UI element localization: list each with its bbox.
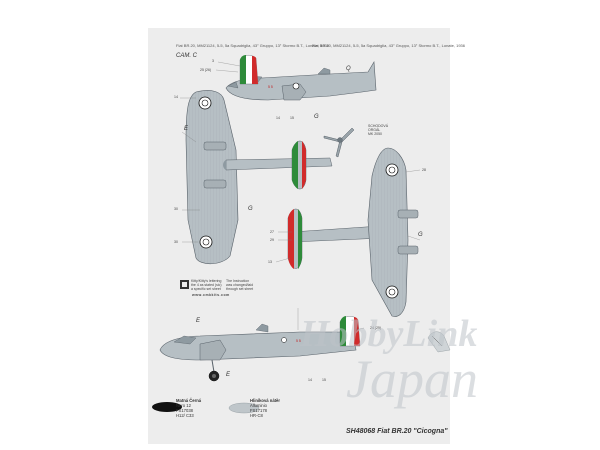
legend-item-aluminium: Hliníková nátěr Alluminio FS17178 HR-C8 <box>250 398 281 418</box>
marking-letter: G <box>418 232 423 238</box>
callout-number: 14 <box>174 95 178 99</box>
fuselage-code-bottom: 5 5 <box>296 339 301 343</box>
callout-number: 27 <box>270 230 274 234</box>
fuselage-code-top: 5 5 <box>268 85 273 89</box>
legend-item-black: Matná Černá Nero 12 FS17038 H12/ C33 <box>176 398 202 418</box>
camo-label: CAM. C <box>176 53 197 59</box>
legend-swatch-black <box>152 402 182 412</box>
instructions-text-left: Kitty/Kitty's lettering the 4 as stated … <box>191 279 222 292</box>
marking-letter: G <box>314 114 319 120</box>
kit-title: SH48068 Fiat BR.20 "Cicogna" <box>346 428 448 435</box>
callout-number: 28 <box>422 168 426 172</box>
callout-number: 29 <box>270 238 274 242</box>
callout-number: 30 <box>174 207 178 211</box>
caption-right: Fiat BR.20, MM21124, 5-5, 5a Squadriglia… <box>312 43 465 48</box>
legend-swatch-aluminium <box>228 402 260 414</box>
callout-number: 13 <box>268 260 272 264</box>
marking-letter: E <box>196 318 201 324</box>
marking-letter: Q <box>346 66 351 72</box>
bird-logo <box>427 331 451 353</box>
callout-number: 15 <box>322 378 326 382</box>
callout-number: 30 <box>174 240 178 244</box>
plan-view-bottom <box>287 147 419 317</box>
marking-letter: E <box>184 126 189 132</box>
marking-letter: E <box>226 372 231 378</box>
marking-letter: G <box>248 206 253 212</box>
propeller-note: SCHODOVÁ ORGÁL MK 2050 <box>368 124 389 137</box>
callout-number: 15 <box>290 116 294 120</box>
website-link[interactable]: www.cmkkits.com <box>192 293 230 297</box>
caption-left: Fiat BR.20, MM21124, 5-5, 5a Squadriglia… <box>176 43 329 48</box>
callout-number: 24 (25) <box>370 326 382 330</box>
side-view-top <box>225 55 377 101</box>
propeller-drawing <box>323 127 355 158</box>
callout-lines <box>180 61 421 331</box>
callout-number: 14 <box>308 378 312 382</box>
callout-number: 3 <box>212 59 214 63</box>
callout-number: 14 <box>276 116 280 120</box>
side-view-bottom <box>159 316 361 382</box>
plan-view-top <box>185 90 333 265</box>
instructions-text-right: The Instruction was changed/laid through… <box>226 279 254 292</box>
callout-number: 25 (26) <box>200 68 212 72</box>
